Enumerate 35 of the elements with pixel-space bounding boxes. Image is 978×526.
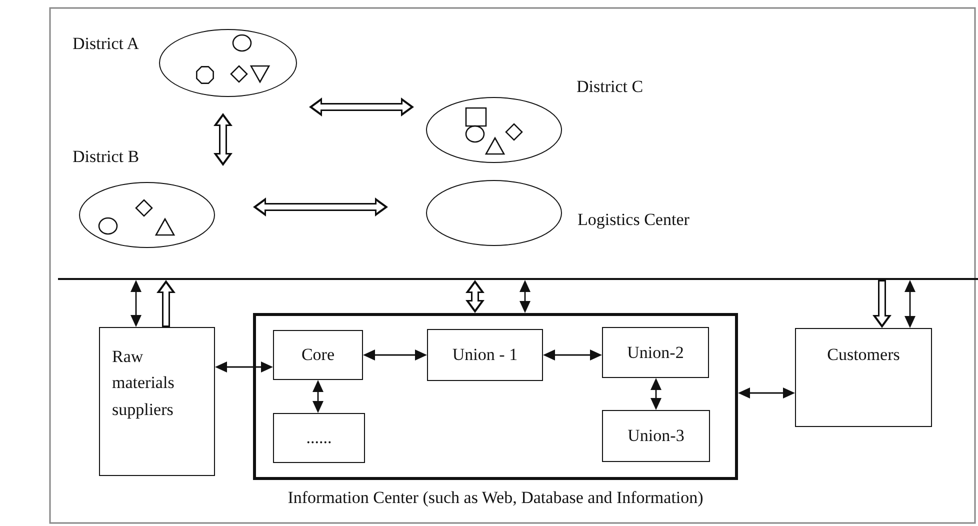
box-label: Union-2 [626, 342, 685, 362]
box-label: Core [300, 345, 336, 365]
ellipse-label: District C [576, 76, 644, 96]
hollow-double-arrow [253, 198, 388, 216]
box-label: ...... [305, 428, 333, 448]
double-arrow [738, 388, 795, 398]
ellipse-label: Logistics Center [578, 210, 690, 230]
ellipse-label: District A [72, 34, 140, 54]
double-arrow [650, 378, 662, 410]
process-box [99, 327, 215, 476]
hollow-arrow [872, 280, 892, 328]
horizontal-line [58, 278, 978, 280]
double-arrow [363, 350, 427, 360]
hollow-double-arrow [214, 113, 232, 166]
process-box [602, 327, 709, 378]
double-arrow [543, 350, 602, 360]
frame-caption: Information Center (such as Web, Database and Information) [286, 488, 704, 508]
box-label: Customers [826, 345, 901, 365]
double-arrow [520, 280, 530, 313]
hollow-double-arrow [466, 280, 484, 313]
process-box [795, 328, 932, 427]
process-box [427, 329, 543, 381]
process-box [602, 410, 710, 462]
hollow-double-arrow [309, 98, 414, 116]
box-label: Union-3 [626, 426, 686, 446]
double-arrow [312, 380, 324, 413]
process-box [273, 330, 363, 380]
process-box [273, 413, 365, 463]
double-arrow [215, 362, 273, 372]
box-label: Raw materials suppliers [112, 346, 176, 421]
double-arrow [904, 280, 916, 328]
double-arrow [130, 280, 142, 327]
box-label: Union - 1 [451, 345, 519, 365]
ellipse-label: District B [72, 146, 140, 166]
hollow-arrow [156, 280, 176, 327]
